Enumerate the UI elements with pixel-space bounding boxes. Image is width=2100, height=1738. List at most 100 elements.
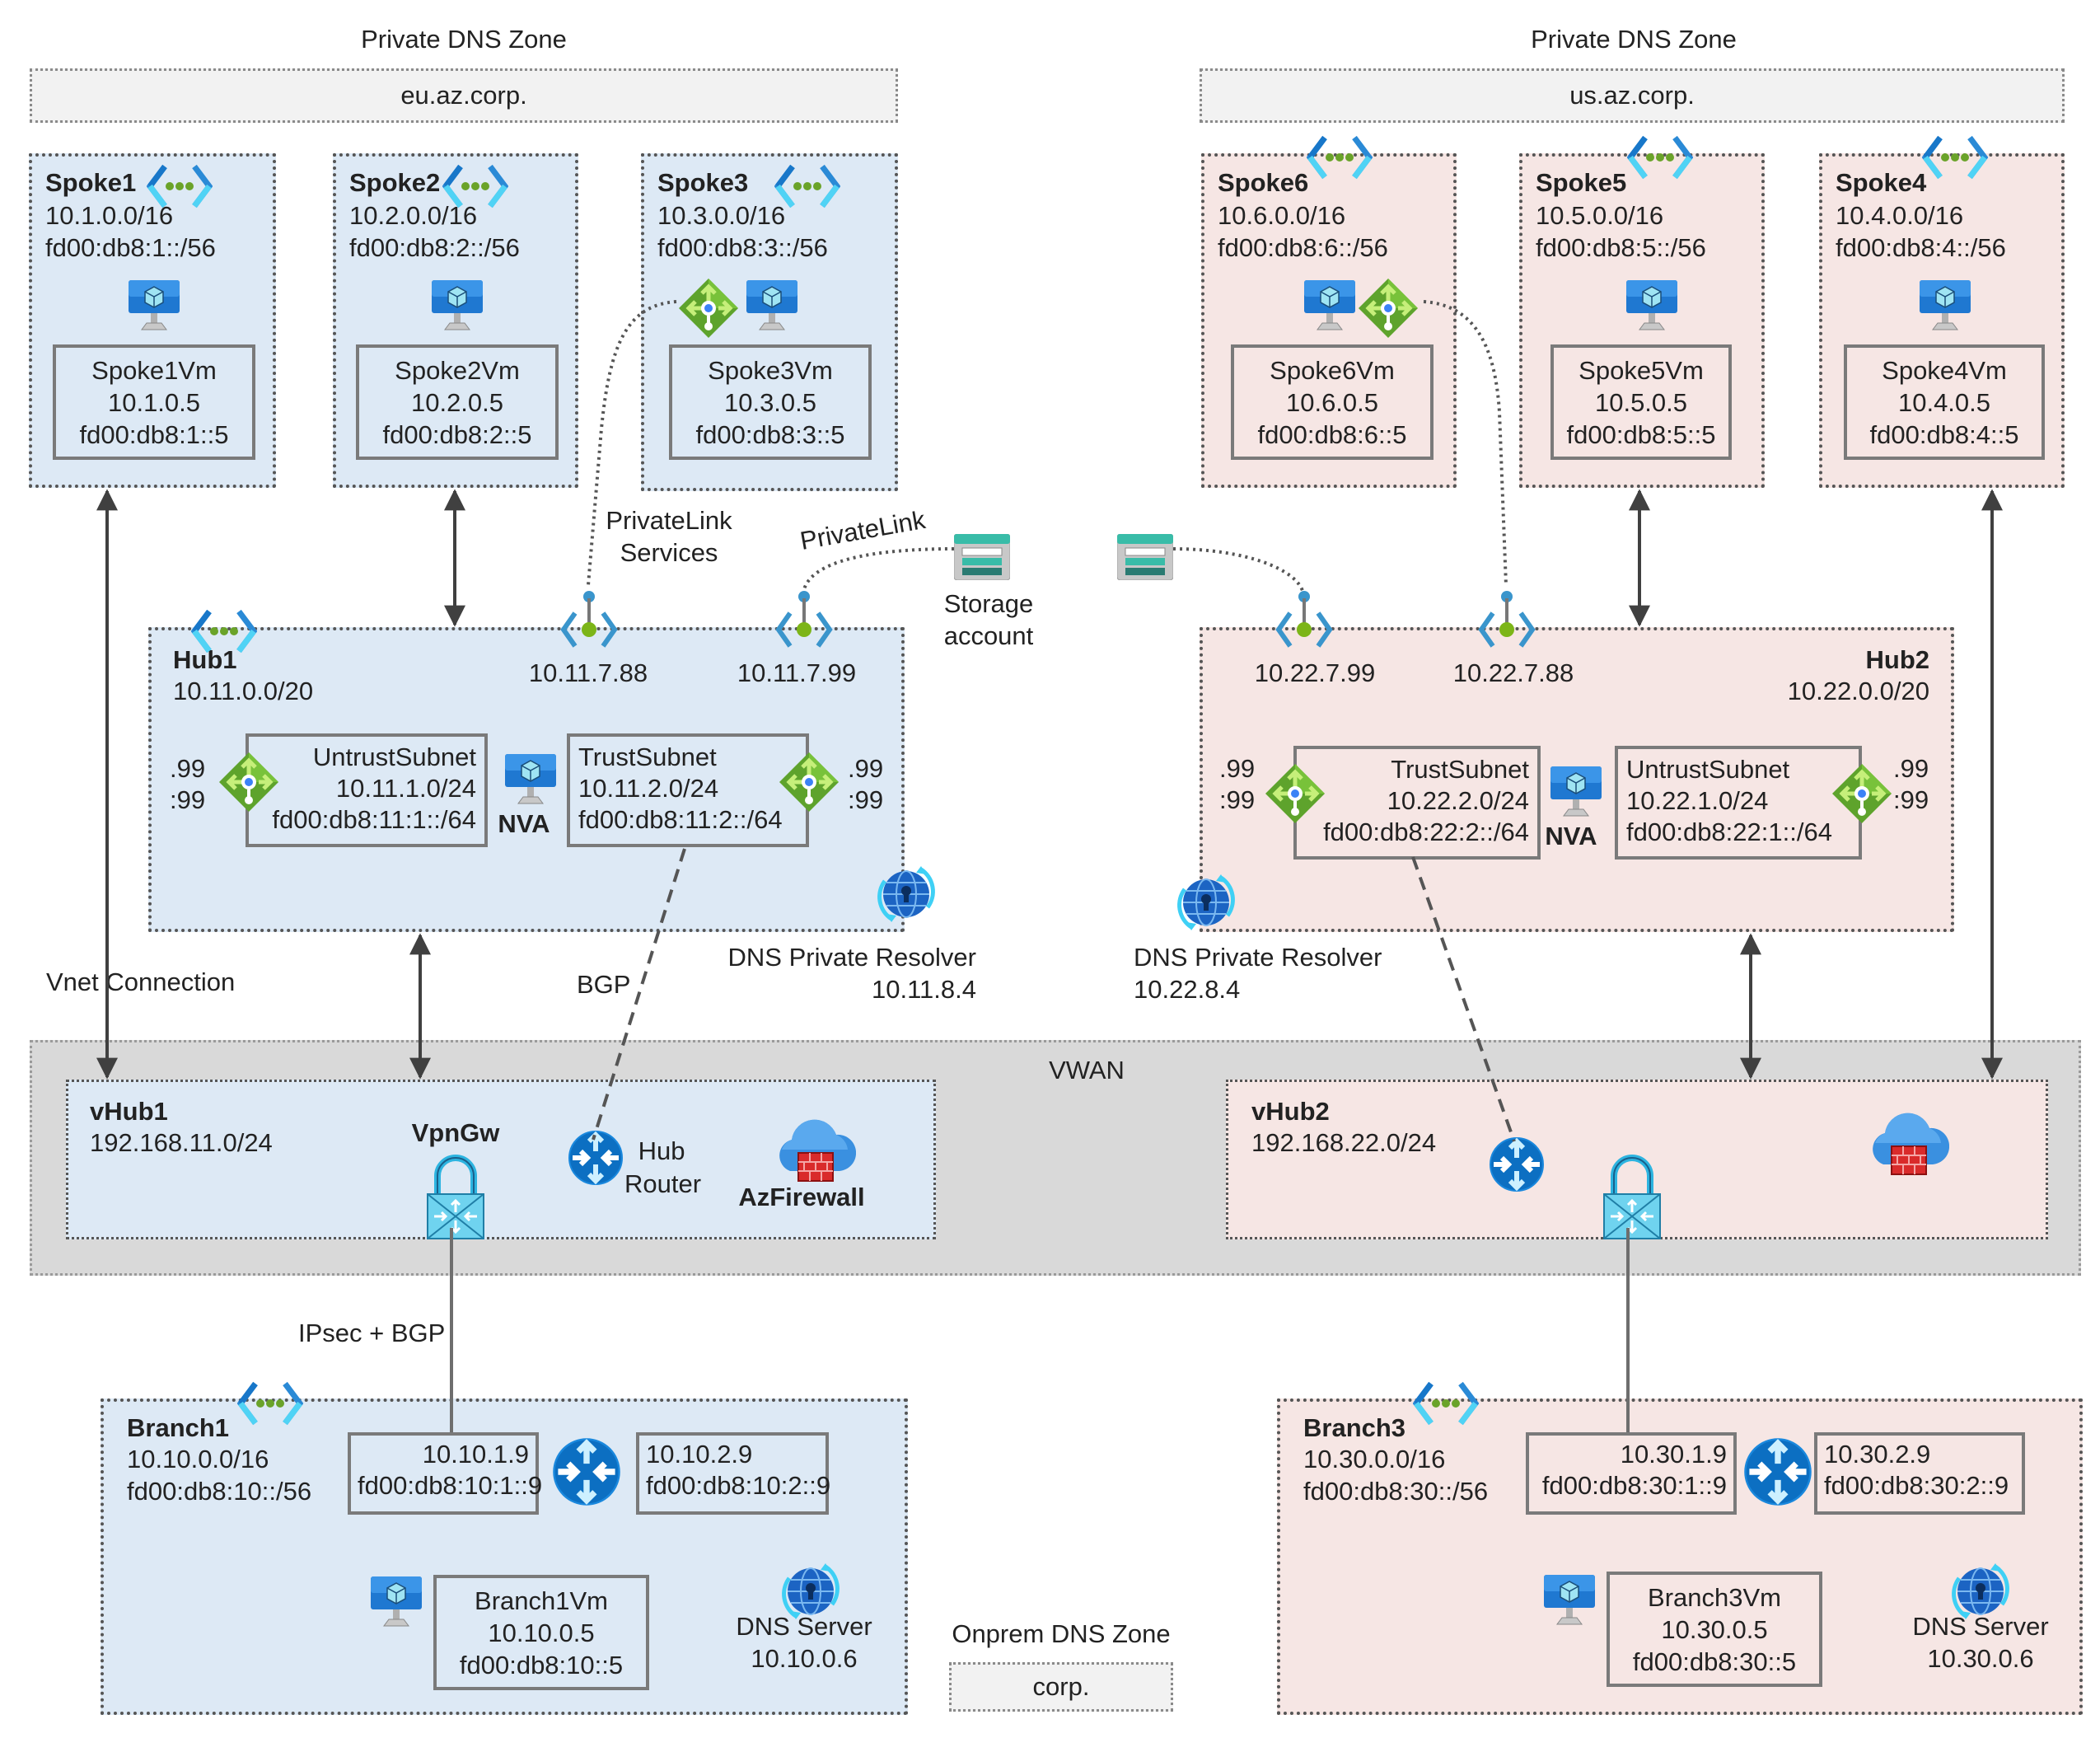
vm-ipv6: fd00:db8:4::5: [1869, 419, 2019, 449]
vnet-ipv4: 10.5.0.0/16: [1536, 201, 1664, 230]
vm-name: Branch1Vm: [475, 1586, 608, 1615]
vnet-ipv6: fd00:db8:4::/56: [1836, 233, 2006, 262]
storage-account-icon[interactable]: [953, 533, 1011, 584]
spoke5-vnet[interactable]: Spoke5 10.5.0.0/16 fd00:db8:5::/56 Spoke…: [1519, 153, 1765, 488]
nic-trust[interactable]: 10.10.2.9 fd00:db8:10:2::9: [636, 1432, 831, 1515]
subnet-ipv4: 10.11.2.0/24: [578, 774, 719, 803]
nva-vm-icon: [1547, 766, 1605, 822]
ilb-ipv4-suffix: .99: [1219, 754, 1256, 783]
spoke4-vnet[interactable]: Spoke4 10.4.0.0/16 fd00:db8:4::/56 Spoke…: [1819, 153, 2065, 488]
untrust-subnet[interactable]: UntrustSubnet 10.11.1.0/24 fd00:db8:11:1…: [246, 733, 488, 847]
spoke2-vnet[interactable]: Spoke2 10.2.0.0/16 fd00:db8:2::/56 Spoke…: [333, 153, 578, 488]
vnet-ipv4: 10.22.0.0/20: [1787, 677, 1929, 705]
vpn-gateway-icon[interactable]: [1602, 1155, 1662, 1244]
vnet-ipv6: fd00:db8:3::/56: [657, 233, 828, 262]
azure-firewall-icon[interactable]: [1867, 1107, 1950, 1185]
dns-server-icon: [1948, 1558, 2013, 1628]
branch-router-icon[interactable]: [1743, 1437, 1812, 1511]
vnet-icon: [1306, 134, 1373, 185]
vnet-ipv6: fd00:db8:5::/56: [1536, 233, 1706, 262]
vm-card[interactable]: Branch1Vm 10.10.0.5 fd00:db8:10::5: [433, 1575, 649, 1690]
vnet-icon: [774, 163, 841, 213]
subnet-ipv4: 10.22.1.0/24: [1626, 786, 1769, 815]
vm-card[interactable]: Spoke3Vm 10.3.0.5 fd00:db8:3::5: [669, 344, 872, 460]
spoke6-vnet[interactable]: Spoke6 10.6.0.0/16 fd00:db8:6::/56 Spoke…: [1201, 153, 1457, 488]
vm-ipv4: 10.2.0.5: [410, 387, 504, 417]
vm-icon: [1301, 280, 1359, 335]
nic-trust[interactable]: 10.30.2.9 fd00:db8:30:2::9: [1814, 1432, 2025, 1515]
spoke3-vnet[interactable]: Spoke3 10.3.0.0/16 fd00:db8:3::/56 Spoke…: [641, 153, 898, 491]
vm-card[interactable]: Spoke1Vm 10.1.0.5 fd00:db8:1::5: [53, 344, 255, 460]
onprem-dns-zone[interactable]: corp.: [949, 1662, 1173, 1712]
subnet-name: TrustSubnet: [1391, 755, 1529, 784]
private-dns-zone-us[interactable]: us.az.corp.: [1200, 68, 2065, 123]
dns-server-ip: 10.10.0.6: [751, 1644, 858, 1673]
vm-card[interactable]: Spoke5Vm 10.5.0.5 fd00:db8:5::5: [1550, 344, 1732, 460]
private-endpoint-ip: 10.22.7.99: [1254, 658, 1376, 687]
vnet-ipv4: 10.4.0.0/16: [1836, 201, 1964, 230]
subnet-ipv6: fd00:db8:22:2::/64: [1323, 817, 1529, 846]
vm-name: Branch3Vm: [1648, 1582, 1781, 1612]
privatelink-services-label-line2: Services: [620, 538, 718, 567]
vm-ipv6: fd00:db8:30::5: [1632, 1647, 1797, 1676]
branch3-vnet[interactable]: Branch3 10.30.0.0/16 fd00:db8:30::/56 10…: [1277, 1398, 2083, 1715]
storage-label-line1: Storage: [943, 589, 1034, 618]
hub-router-label-line1: Hub: [638, 1136, 685, 1165]
vnet-ipv4: 10.6.0.0/16: [1218, 201, 1346, 230]
vm-ipv4: 10.3.0.5: [723, 387, 817, 417]
internal-load-balancer-icon: [217, 751, 280, 817]
nic-untrust[interactable]: 10.30.1.9 fd00:db8:30:1::9: [1526, 1432, 1737, 1515]
nic-ipv4: 10.30.1.9: [1620, 1440, 1727, 1469]
vm-ipv4: 10.6.0.5: [1285, 387, 1379, 417]
dns-resolver-label-hub1: DNS Private Resolver: [727, 943, 976, 972]
subnet-name: UntrustSubnet: [1626, 755, 1790, 784]
vnet-ipv4: 10.10.0.0/16: [127, 1445, 269, 1473]
vnet-name: Spoke4: [1836, 168, 1927, 197]
vhub-name: vHub1: [90, 1097, 168, 1126]
azure-firewall-icon[interactable]: [774, 1113, 857, 1192]
vm-icon: [1623, 280, 1681, 335]
dns-private-resolver-icon: [873, 861, 939, 931]
private-endpoint-ip: 10.11.7.99: [737, 658, 857, 687]
branch1-vnet[interactable]: Branch1 10.10.0.0/16 fd00:db8:10::/56 10…: [101, 1398, 908, 1715]
nic-ipv6: fd00:db8:30:2::9: [1824, 1471, 2009, 1500]
vhub2[interactable]: vHub2 192.168.22.0/24: [1226, 1080, 2048, 1239]
vnet-ipv4: 10.30.0.0/16: [1303, 1445, 1446, 1473]
zone-name: eu.az.corp.: [400, 81, 527, 110]
storage-account-icon[interactable]: [1116, 533, 1174, 584]
hub-router-icon[interactable]: [568, 1130, 624, 1190]
nic-ipv6: fd00:db8:30:1::9: [1541, 1471, 1727, 1500]
hub-router-icon[interactable]: [1489, 1136, 1545, 1197]
nic-ipv6: fd00:db8:10:2::9: [646, 1471, 831, 1500]
dns-resolver-ip-hub2: 10.22.8.4: [1134, 975, 1241, 1004]
nic-untrust[interactable]: 10.10.1.9 fd00:db8:10:1::9: [348, 1432, 543, 1515]
ilb-ipv4-suffix: .99: [848, 754, 884, 783]
privatelink-services-label-line1: PrivateLink: [606, 506, 732, 535]
trust-subnet[interactable]: TrustSubnet 10.22.2.0/24 fd00:db8:22:2::…: [1293, 746, 1541, 860]
hub1-vnet[interactable]: Hub1 10.11.0.0/20 10.11.7.88 10.11.7.99 …: [148, 627, 935, 932]
private-dns-zone-label-us: Private DNS Zone: [1531, 25, 1737, 54]
untrust-subnet[interactable]: UntrustSubnet 10.22.1.0/24 fd00:db8:22:1…: [1615, 746, 1862, 860]
vnet-ipv6: fd00:db8:1::/56: [45, 233, 216, 262]
hub2-vnet[interactable]: Hub2 10.22.0.0/20 10.22.7.99 10.22.7.88 …: [1177, 627, 1954, 932]
spoke1-vnet[interactable]: Spoke1 10.1.0.0/16 fd00:db8:1::/56 Spoke…: [29, 153, 276, 488]
vnet-icon: [1921, 134, 1989, 185]
vnet-ipv4: 10.2.0.0/16: [349, 201, 478, 230]
nic-ipv6: fd00:db8:10:1::9: [358, 1471, 543, 1500]
internal-load-balancer-icon: [1264, 762, 1326, 829]
vnet-name: Branch3: [1303, 1413, 1406, 1442]
vpn-gateway-icon[interactable]: [426, 1155, 485, 1244]
vm-card[interactable]: Spoke2Vm 10.2.0.5 fd00:db8:2::5: [356, 344, 559, 460]
vm-card[interactable]: Spoke6Vm 10.6.0.5 fd00:db8:6::5: [1231, 344, 1434, 460]
dns-resolver-ip-hub1: 10.11.8.4: [872, 975, 976, 1004]
branch-router-icon[interactable]: [552, 1437, 621, 1511]
vm-icon: [1541, 1575, 1598, 1630]
private-dns-zone-eu[interactable]: eu.az.corp.: [30, 68, 898, 123]
trust-subnet[interactable]: TrustSubnet 10.11.2.0/24 fd00:db8:11:2::…: [567, 733, 809, 847]
vm-card[interactable]: Branch3Vm 10.30.0.5 fd00:db8:30::5: [1607, 1572, 1822, 1687]
load-balancer-icon: [1357, 277, 1419, 344]
vhub1[interactable]: vHub1 192.168.11.0/24 VpnGw Hub Router A…: [66, 1080, 936, 1239]
vm-icon: [1916, 280, 1974, 335]
vnet-icon: [1626, 134, 1694, 185]
vm-card[interactable]: Spoke4Vm 10.4.0.5 fd00:db8:4::5: [1844, 344, 2045, 460]
